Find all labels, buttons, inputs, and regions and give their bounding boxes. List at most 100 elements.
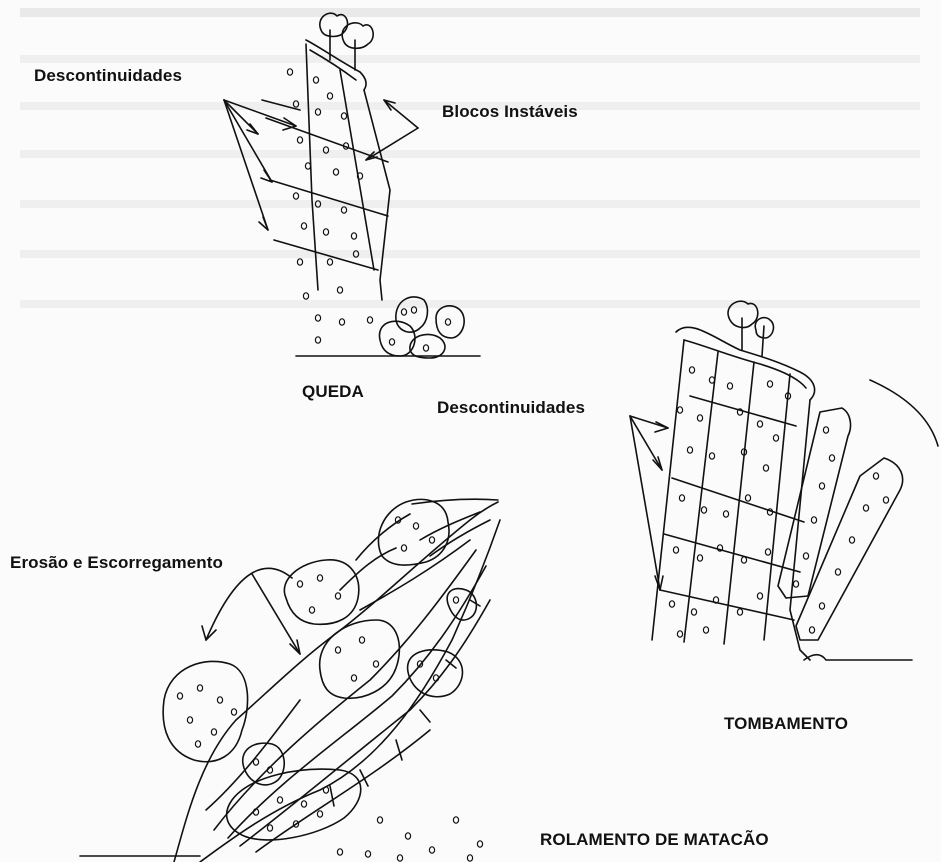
- stipple-dot: [467, 855, 472, 861]
- label-descontinuidades-queda: Descontinuidades: [34, 66, 182, 86]
- stipple-dot: [669, 601, 674, 607]
- stipple-dot: [679, 495, 684, 501]
- stipple-dot: [773, 435, 778, 441]
- stipple-dot: [297, 259, 302, 265]
- stipple-dot: [323, 147, 328, 153]
- stipple-dot: [187, 717, 192, 723]
- stipple-dot: [677, 407, 682, 413]
- stipple-dot: [429, 537, 434, 543]
- stipple-dot: [305, 163, 310, 169]
- stipple-dot: [445, 319, 450, 325]
- stipple-dot: [327, 259, 332, 265]
- stipple-dot: [793, 581, 798, 587]
- stipple-dot: [765, 549, 770, 555]
- stipple-dot: [677, 631, 682, 637]
- stipple-dot: [809, 627, 814, 633]
- stipple-dot: [745, 495, 750, 501]
- stipple-dot: [819, 603, 824, 609]
- stipple-dot: [339, 319, 344, 325]
- stipple-dot: [341, 207, 346, 213]
- stipple-dot: [723, 511, 728, 517]
- stipple-dot: [301, 801, 306, 807]
- stipple-dot: [293, 101, 298, 107]
- stipple-dot: [313, 77, 318, 83]
- stipple-dot: [317, 575, 322, 581]
- stipple-dot: [367, 317, 372, 323]
- stipple-dot: [863, 505, 868, 511]
- stipple-dot: [401, 545, 406, 551]
- stipple-dot: [377, 817, 382, 823]
- stipple-dot: [823, 427, 828, 433]
- stipple-dot: [757, 593, 762, 599]
- stipple-dot: [323, 229, 328, 235]
- stipple-dot: [231, 709, 236, 715]
- stipple-dot: [315, 337, 320, 343]
- stipple-dot: [373, 661, 378, 667]
- stipple-dot: [293, 193, 298, 199]
- stipple-dot: [741, 557, 746, 563]
- label-erosao-escorregamento: Erosão e Escorregamento: [10, 553, 223, 573]
- stipple-dot: [697, 555, 702, 561]
- stipple-dot: [453, 597, 458, 603]
- stipple-dot: [697, 415, 702, 421]
- stipple-dot: [405, 833, 410, 839]
- stipple-dot: [477, 841, 482, 847]
- label-descontinuidades-tombamento: Descontinuidades: [437, 398, 585, 418]
- tombamento-drawing: [630, 301, 938, 660]
- stipple-dot: [351, 675, 356, 681]
- stipple-dot: [411, 307, 416, 313]
- stipple-dot: [303, 293, 308, 299]
- stipple-dot: [335, 593, 340, 599]
- stipple-dot: [253, 759, 258, 765]
- stipple-dot: [315, 109, 320, 115]
- stipple-dot: [737, 609, 742, 615]
- stipple-dot: [703, 627, 708, 633]
- label-rolamento-de-matacao: ROLAMENTO DE MATACÃO: [540, 830, 769, 850]
- stipple-dot: [315, 315, 320, 321]
- stipple-dot: [709, 377, 714, 383]
- label-blocos-instaveis: Blocos Instáveis: [442, 102, 578, 122]
- stipple-dot: [811, 517, 816, 523]
- stipple-dot: [413, 523, 418, 529]
- stipple-dot: [803, 553, 808, 559]
- stipple-dot: [401, 309, 406, 315]
- stipple-dot: [341, 113, 346, 119]
- stipple-dot: [177, 693, 182, 699]
- stipple-dot: [327, 93, 332, 99]
- stipple-dot: [195, 741, 200, 747]
- boulder-dots: [177, 367, 888, 861]
- stipple-dot: [701, 507, 706, 513]
- queda-drawing: [224, 13, 480, 358]
- stipple-dot: [423, 345, 428, 351]
- stipple-dot: [429, 847, 434, 853]
- stipple-dot: [335, 647, 340, 653]
- stipple-dot: [757, 421, 762, 427]
- stipple-dot: [767, 381, 772, 387]
- stipple-dot: [353, 251, 358, 257]
- stipple-dot: [297, 137, 302, 143]
- stipple-dot: [301, 223, 306, 229]
- stipple-dot: [883, 497, 888, 503]
- stipple-dot: [267, 825, 272, 831]
- stipple-dot: [727, 383, 732, 389]
- stipple-dot: [397, 855, 402, 861]
- stipple-dot: [689, 367, 694, 373]
- stipple-dot: [297, 581, 302, 587]
- stipple-dot: [829, 455, 834, 461]
- stipple-dot: [197, 685, 202, 691]
- stipple-dot: [389, 339, 394, 345]
- stipple-dot: [819, 483, 824, 489]
- label-queda: QUEDA: [302, 382, 364, 402]
- stipple-dot: [211, 729, 216, 735]
- stipple-dot: [309, 607, 314, 613]
- stipple-dot: [849, 537, 854, 543]
- stipple-dot: [687, 447, 692, 453]
- stipple-dot: [453, 817, 458, 823]
- label-tombamento: TOMBAMENTO: [724, 714, 848, 734]
- stipple-dot: [359, 637, 364, 643]
- stipple-dot: [691, 609, 696, 615]
- stipple-dot: [365, 851, 370, 857]
- stipple-dot: [873, 473, 878, 479]
- stipple-dot: [709, 453, 714, 459]
